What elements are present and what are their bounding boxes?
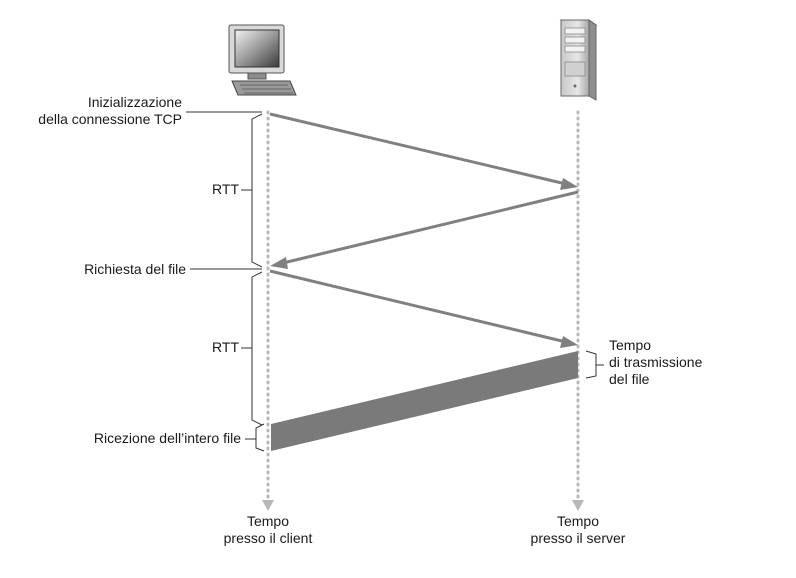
rtt1-bracket [241, 113, 263, 268]
transmission-time-label: Tempo di trasmissione del file [609, 337, 702, 388]
client-timeline-arrowhead [262, 500, 274, 511]
init-label: Inizializzazione della connessione TCP [38, 94, 182, 128]
connection-ack-arrow [270, 190, 579, 269]
file-transfer-band [271, 351, 578, 451]
tower-server-icon [559, 19, 598, 101]
reception-bracket [245, 423, 265, 452]
tx-label-line2: di trasmissione [609, 354, 703, 370]
rtt2-bracket [241, 271, 263, 426]
server-time-line2: presso il server [530, 530, 626, 546]
connection-request-arrow [269, 112, 578, 190]
init-label-line1: Inizializzazione [87, 94, 182, 110]
client-time-label: Tempo presso il client [208, 513, 328, 547]
client-time-line1: Tempo [246, 513, 290, 529]
transmission-bracket [585, 350, 604, 379]
rtt1-label: RTT [212, 181, 239, 197]
tx-label-line3: del file [609, 371, 650, 387]
init-label-line2: della connessione TCP [38, 111, 182, 127]
rtt2-label: RTT [212, 339, 239, 355]
server-timeline-arrowhead [572, 500, 584, 511]
receive-label: Ricezione dell’intero file [93, 430, 241, 446]
server-time-line1: Tempo [556, 513, 600, 529]
tx-label-line1: Tempo [609, 337, 652, 353]
desktop-computer-icon [228, 24, 297, 96]
request-label: Richiesta del file [84, 261, 186, 277]
client-time-line2: presso il client [223, 530, 313, 546]
file-request-arrow [269, 269, 578, 348]
server-time-label: Tempo presso il server [513, 513, 643, 547]
